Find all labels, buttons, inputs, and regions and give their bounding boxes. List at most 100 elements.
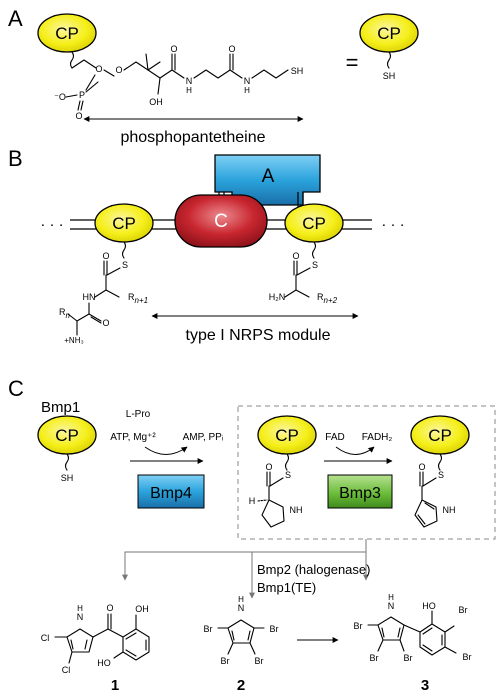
bmp4-enzyme: Bmp4	[137, 474, 205, 509]
compound-3-br4: Br	[459, 605, 468, 615]
amide-h-2: H	[244, 86, 250, 95]
cp-domain-a-right: CP SH	[359, 13, 419, 81]
ester-o-2: O	[115, 65, 122, 75]
compound-2-br3: Br	[221, 656, 230, 666]
bmp4-cofactor-arrow	[144, 446, 188, 455]
compound-2-h: H	[238, 595, 244, 604]
compound-2-br4: Br	[255, 656, 264, 666]
cp-label: CP	[377, 24, 401, 43]
ester-o: O	[95, 64, 102, 74]
prolyl-s: S	[285, 470, 291, 480]
compound-2-br1: Br	[204, 624, 213, 634]
left-r-n: Rn	[59, 307, 71, 320]
thioester-s-2: S	[312, 260, 318, 270]
branch-arrow-1	[122, 539, 367, 581]
terminal-sh: SH	[291, 66, 304, 76]
amide-n-2: N	[244, 76, 251, 86]
bmp3-cofactor-arrow	[335, 446, 375, 455]
compound-3: N H Br Br Br HO Br Br	[354, 593, 472, 663]
panel-c-label: C	[8, 376, 24, 401]
panel-a-label: A	[8, 6, 23, 31]
prolyl-nh: NH	[290, 505, 303, 515]
right-o: O	[292, 251, 299, 261]
phosphate-o-minus: ⁻O	[54, 92, 66, 102]
compound-1: N H O OH HO Cl Cl	[41, 603, 150, 675]
compound-2: N H Br Br Br Br	[204, 595, 279, 666]
cp-label: CP	[55, 24, 79, 43]
te-label: Bmp1(TE)	[257, 580, 316, 595]
compound-1-oh: OH	[135, 604, 149, 614]
cp-label: CP	[112, 214, 136, 233]
compound-3-h: H	[388, 593, 394, 602]
compound-3-ho: HO	[422, 601, 436, 611]
left-o: O	[102, 251, 109, 261]
hydroxyl-oh: OH	[149, 97, 163, 107]
amide-o-1: O	[170, 44, 177, 54]
prolyl-o: O	[265, 462, 272, 472]
atp-mg-label: ATP, Mg⁺²	[110, 432, 156, 443]
compound-3-br5: Br	[463, 652, 472, 662]
phosphate-p: P	[79, 90, 85, 100]
c-domain: C	[174, 194, 268, 248]
cp-domain-a-left: CP	[37, 13, 97, 53]
left-ellipsis: · · ·	[40, 216, 63, 233]
cp-label: CP	[275, 426, 299, 445]
l-pro-label: L-Pro	[126, 409, 151, 420]
left-hn: HN	[83, 292, 96, 302]
equals-sign: =	[346, 50, 359, 75]
panel-b-label: B	[8, 146, 23, 171]
compound-1-cl2: Cl	[62, 665, 71, 675]
compound-1-h: H	[77, 604, 83, 613]
compound-1-number: 1	[111, 677, 119, 694]
left-nh3: +NH₃	[64, 336, 83, 345]
right-r-n2: Rn+2	[317, 292, 338, 305]
prolyl-h: H	[249, 496, 256, 506]
module-label: type I NRPS module	[186, 327, 331, 344]
cp-label: CP	[302, 214, 326, 233]
cp-domain-c-1: CP SH	[37, 415, 97, 483]
cp-sh: SH	[383, 71, 396, 81]
prolyl-thioester: O H NH	[249, 462, 303, 528]
left-r-n1: Rn+1	[128, 292, 148, 305]
left-o-2: O	[102, 318, 109, 328]
fad-label: FAD	[325, 432, 344, 443]
right-ellipsis: · · ·	[381, 216, 404, 233]
bmp3-enzyme: Bmp3	[327, 474, 393, 509]
pyrrolyl-s: S	[438, 470, 444, 480]
right-h2n: H₂N	[269, 292, 286, 302]
compound-3-br2: Br	[370, 653, 379, 663]
compound-1-o: O	[106, 603, 113, 613]
amide-h-1: H	[186, 86, 192, 95]
pyrrolyl-nh: NH	[443, 505, 456, 515]
compound-2-n: N	[238, 603, 245, 613]
thioester-s: S	[122, 260, 128, 270]
c-domain-label: C	[214, 211, 228, 232]
pyrrolyl-thioester: O NH	[414, 462, 456, 528]
cp-domain-b-left: CP S	[94, 203, 154, 270]
amide-o-2: O	[228, 44, 235, 54]
cp-label: CP	[55, 426, 79, 445]
amide-n-1: N	[186, 76, 193, 86]
pyrrolyl-o: O	[418, 462, 425, 472]
bmp3-label: Bmp3	[339, 485, 381, 502]
compound-3-n: N	[388, 601, 395, 611]
phosphopantetheine-label: phosphopantetheine	[120, 129, 265, 146]
phosphopantetheine-structure: O P ⁻O O O OH O N H O N H SH	[54, 44, 303, 121]
cp-sh-c: SH	[61, 473, 74, 483]
fadh2-label: FADH₂	[362, 432, 393, 443]
bmp4-label: Bmp4	[150, 485, 192, 502]
compound-2-number: 2	[237, 677, 245, 694]
bmp1-label: Bmp1	[41, 399, 80, 416]
compound-1-ho: HO	[97, 658, 111, 668]
phosphate-o: O	[75, 111, 82, 121]
cp-domain-c-3: CP S	[410, 415, 470, 480]
dashed-box	[237, 405, 496, 540]
compound-2-br2: Br	[270, 624, 279, 634]
a-domain-label: A	[262, 166, 275, 187]
compound-3-br3: Br	[404, 653, 413, 663]
compound-1-cl1: Cl	[41, 633, 50, 643]
compound-3-number: 3	[421, 677, 429, 694]
cp-domain-c-2: CP S	[257, 415, 317, 480]
left-aminoacyl: O Rn+1 HN O Rn +NH₃	[59, 251, 148, 345]
right-aminoacyl: O Rn+2 H₂N	[269, 251, 338, 305]
